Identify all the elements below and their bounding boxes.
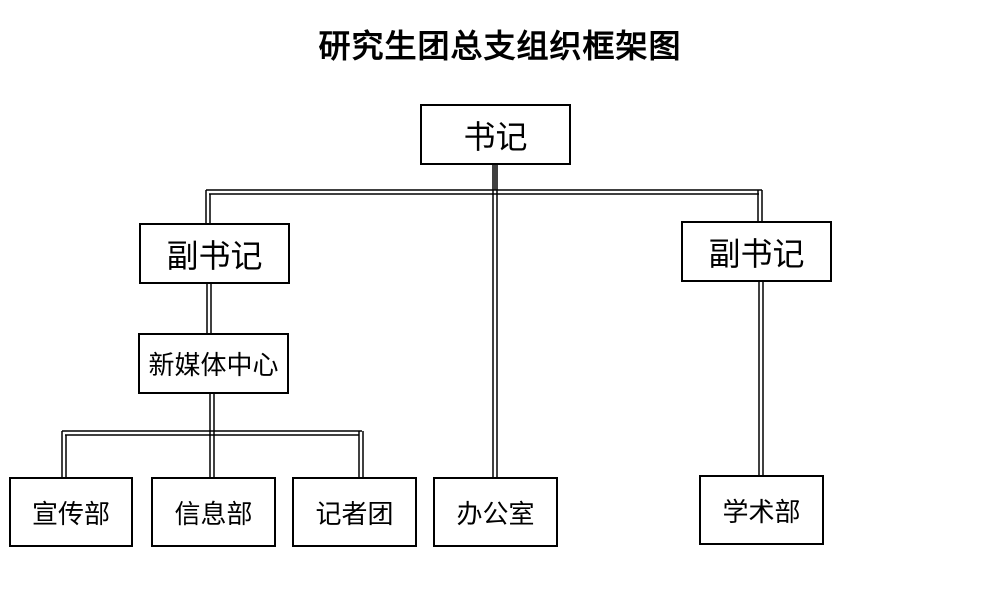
node-deputy-secretary-left: 副书记 xyxy=(139,223,290,284)
node-academic-dept: 学术部 xyxy=(699,475,824,545)
node-new-media-center-label: 新媒体中心 xyxy=(148,351,279,381)
node-deputy-secretary-right: 副书记 xyxy=(681,221,832,282)
node-reporter-group-label: 记者团 xyxy=(315,499,394,530)
node-new-media-center: 新媒体中心 xyxy=(138,333,289,394)
node-office: 办公室 xyxy=(433,477,558,547)
node-reporter-group: 记者团 xyxy=(292,477,417,547)
diagram-title: 研究生团总支组织框架图 xyxy=(318,27,682,65)
node-information-dept: 信息部 xyxy=(151,477,276,547)
node-publicity-dept: 宣传部 xyxy=(9,477,133,547)
node-secretary: 书记 xyxy=(420,104,571,165)
node-secretary-label: 书记 xyxy=(463,117,528,156)
node-publicity-dept-label: 宣传部 xyxy=(31,499,110,530)
node-information-dept-label: 信息部 xyxy=(174,499,253,530)
node-deputy-secretary-right-label: 副书记 xyxy=(708,234,805,273)
node-office-label: 办公室 xyxy=(456,499,535,530)
node-deputy-secretary-left-label: 副书记 xyxy=(166,236,263,275)
node-academic-dept-label: 学术部 xyxy=(722,497,801,528)
